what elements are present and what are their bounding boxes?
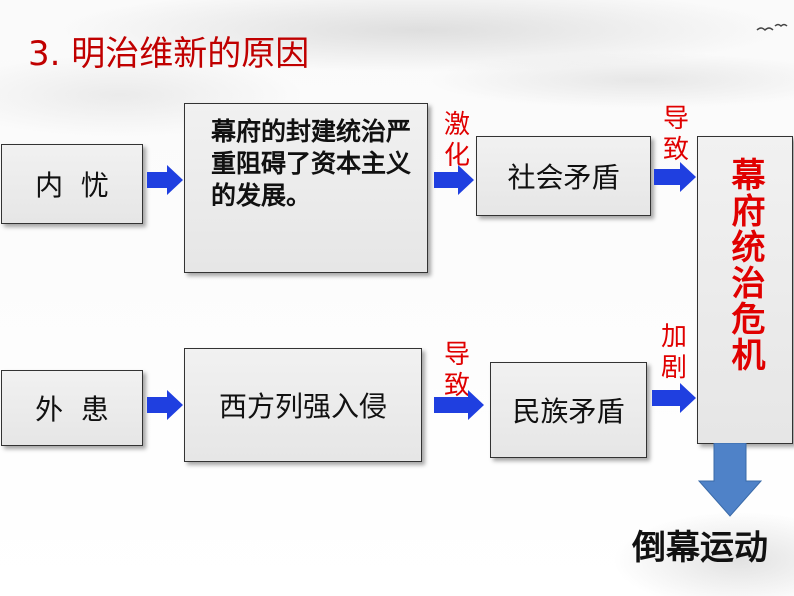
social-conflict-box: 社会矛盾 — [476, 136, 651, 216]
verb-intensify-label: 激化 — [443, 110, 470, 171]
arrow-right-icon — [654, 162, 696, 192]
outer-threat-label: 外 患 — [1, 370, 143, 446]
page-title: 3. 明治维新的原因 — [28, 34, 310, 74]
verb-lead-to-label: 导致 — [662, 104, 689, 165]
verb-lead-to-label: 导致 — [443, 340, 470, 401]
shogunate-crisis-box: 幕府统治危机 — [697, 136, 793, 444]
verb-aggravate-label: 加剧 — [660, 322, 687, 383]
crisis-text: 幕府统治危机 — [725, 157, 765, 373]
birds-decoration — [756, 23, 788, 32]
arrow-right-icon — [147, 165, 183, 195]
arrow-down-icon — [698, 443, 762, 517]
arrow-right-icon — [652, 383, 696, 413]
western-invasion-box: 西方列强入侵 — [184, 348, 422, 462]
result-text: 倒幕运动 — [632, 528, 768, 568]
feudal-rule-box: 幕府的封建统治严重阻碍了资本主义的发展。 — [184, 103, 428, 273]
arrow-right-icon — [434, 165, 474, 195]
arrow-right-icon — [434, 390, 484, 420]
inner-worry-label: 内 忧 — [1, 144, 143, 224]
national-conflict-box: 民族矛盾 — [490, 362, 647, 458]
arrow-right-icon — [147, 390, 183, 420]
